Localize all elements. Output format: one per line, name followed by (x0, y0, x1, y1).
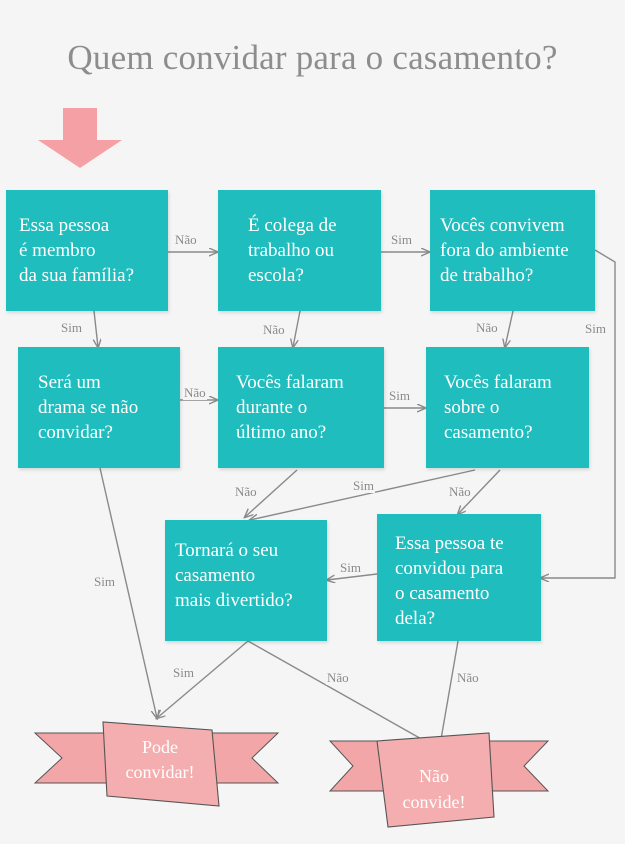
edge-label-sim: Sim (388, 388, 411, 403)
node-colleague-line: É colega de (248, 215, 337, 236)
edge-label-sim: Sim (172, 665, 195, 680)
page-title: Quem convidar para o casamento? (67, 38, 558, 77)
node-drama-line: convidar? (38, 422, 113, 443)
node-outside-work-line: fora do ambiente (440, 240, 569, 261)
ribbon-invite (33, 721, 280, 807)
node-talked-year-line: Vocês falaram (236, 372, 344, 393)
node-invited-you-line: dela? (395, 608, 436, 629)
node-invited-you-line: o casamento (395, 583, 490, 604)
node-talked-wedding-line: Vocês falaram (444, 372, 552, 393)
node-invited-you-line: Essa pessoa te (395, 533, 504, 554)
start-arrow-icon (38, 108, 122, 168)
edge-outside-invitedyou (541, 249, 616, 578)
edge-outside-talkedwedding (505, 310, 514, 347)
node-drama-line: drama se não (38, 397, 139, 418)
edge-label-sim: Sim (390, 232, 413, 247)
edge-label-sim: Sim (93, 574, 116, 589)
edge-label-nao: Não (234, 484, 258, 499)
edge-label-nao: Não (448, 484, 472, 499)
outcome-invite-line1: Pode (142, 737, 178, 757)
edge-label-sim: Sim (339, 560, 362, 575)
edge-talkedyear-morefun (245, 469, 298, 517)
node-family-line: é membro (19, 240, 96, 261)
outcome-dont-invite-line1: Não (419, 766, 449, 786)
edge-label-nao: Não (174, 232, 198, 247)
node-colleague-line: escola? (248, 265, 304, 286)
node-talked-year: Vocês falaram durante o último ano? (218, 347, 384, 468)
node-talked-year-line: durante o (236, 397, 308, 418)
node-colleague-line: trabalho ou (248, 240, 335, 261)
edge-label-nao: Não (475, 320, 499, 335)
edge-label-nao: Não (183, 385, 207, 400)
node-invited-you: Essa pessoa te convidou para o casamento… (377, 514, 541, 641)
edge-morefun-invite (157, 640, 249, 718)
edge-talkedwedding-morefun (250, 469, 476, 520)
node-more-fun: Tornará o seu casamento mais divertido? (165, 520, 327, 641)
edge-label-sim: Sim (584, 321, 607, 336)
node-talked-year-line: último ano? (236, 422, 327, 443)
edge-label-sim: Sim (60, 320, 83, 335)
ribbon-dont-invite (328, 732, 550, 828)
node-invited-you-line: convidou para (395, 558, 504, 579)
edge-family-drama (94, 310, 98, 347)
node-drama-line: Será um (38, 372, 101, 393)
edge-label-sim: Sim (352, 478, 375, 493)
node-more-fun-line: mais divertido? (175, 590, 293, 611)
node-more-fun-line: Tornará o seu (175, 540, 279, 561)
node-talked-wedding-line: casamento? (444, 422, 533, 443)
outcome-invite-line2: convidar! (126, 762, 195, 782)
node-drama: Será um drama se não convidar? (18, 347, 180, 468)
edge-drama-invite (99, 467, 157, 718)
node-talked-wedding: Vocês falaram sobre o casamento? (426, 347, 589, 468)
edge-label-nao: Não (456, 670, 480, 685)
edge-talkedwedding-invitedyou (458, 469, 501, 514)
edge-invitedyou-dontinvite (440, 640, 459, 745)
edge-label-nao: Não (262, 322, 286, 337)
node-outside-work: Vocês convivem fora do ambiente de traba… (430, 190, 595, 311)
node-family: Essa pessoa é membro da sua família? (6, 190, 168, 311)
node-outside-work-line: de trabalho? (440, 265, 534, 286)
node-talked-wedding-line: sobre o (444, 397, 500, 418)
edge-invitedyou-morefun (327, 573, 378, 580)
node-family-line: Essa pessoa (19, 215, 110, 236)
outcome-dont-invite-line2: convide! (403, 792, 466, 812)
edge-label-nao: Não (326, 670, 350, 685)
node-family-line: da sua família? (19, 265, 135, 286)
edge-morefun-dontinvite (247, 640, 432, 745)
node-outside-work-line: Vocês convivem (440, 215, 565, 236)
edge-colleague-talkedyear (293, 310, 301, 347)
node-more-fun-line: casamento (175, 565, 256, 586)
node-colleague: É colega de trabalho ou escola? (218, 190, 381, 311)
